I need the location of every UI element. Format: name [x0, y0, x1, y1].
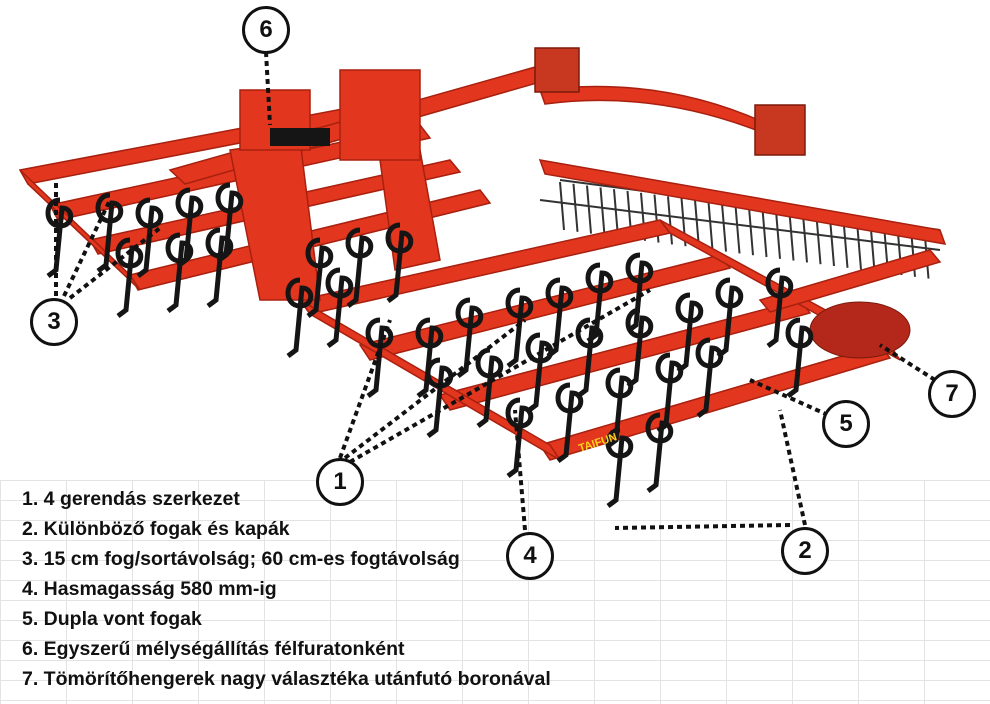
legend-item-4: 4. Hasmagasság 580 mm-ig [22, 578, 277, 600]
legend-item-2: 2. Különböző fogak és kapák [22, 518, 290, 540]
spring-tine [605, 367, 634, 448]
spring-tine [785, 317, 814, 398]
spring-tine [525, 332, 554, 413]
spring-tine [165, 232, 194, 313]
spring-tine [285, 277, 314, 358]
legend-item-3: 3. 15 cm fog/sortávolság; 60 cm-es fogtá… [22, 548, 460, 570]
legend-item-7: 7. Tömörítőhengerek nagy választéka után… [22, 668, 551, 690]
harrow-tooth [559, 181, 565, 231]
spring-tine [305, 237, 334, 318]
spring-tine [45, 197, 74, 278]
spring-tine [95, 192, 124, 273]
spring-tine [645, 412, 674, 493]
packer-roller [809, 301, 911, 359]
spring-tine [175, 187, 204, 268]
harrow-tooth [707, 201, 714, 250]
legend-item-5: 5. Dupla vont fogak [22, 608, 202, 630]
legend-item-6: 6. Egyszerű mélységállítás félfuratonkén… [22, 638, 405, 660]
feature-legend: 1. 4 gerendás szerkezet 2. Különböző fog… [22, 484, 551, 694]
spring-tine [455, 297, 484, 378]
spring-tine [605, 427, 634, 508]
warning-plates [534, 47, 806, 156]
spring-tine [655, 352, 684, 433]
callout-2: 2 [781, 527, 829, 575]
spring-tine [415, 317, 444, 398]
leader-lines [54, 51, 937, 531]
spring-tine [325, 267, 354, 348]
harrow-tooth [788, 212, 795, 261]
harrow-tooth [734, 205, 741, 254]
spring-tine [625, 307, 654, 388]
harrow-tooth [721, 203, 727, 252]
spring-tine [625, 252, 654, 333]
harrow-tooth [572, 183, 579, 232]
harrow-tooth [856, 221, 862, 270]
spring-tine [545, 277, 574, 358]
spreadsheet-gridlines [0, 480, 990, 704]
spring-tine [385, 222, 414, 303]
spring-tine [765, 267, 794, 348]
hydraulic-cylinder [270, 128, 330, 146]
callout-4: 4 [506, 532, 554, 580]
callout-3: 3 [30, 298, 78, 346]
harrow-tooth [599, 187, 606, 236]
spring-tine [505, 397, 534, 478]
harrow-tooth [761, 208, 768, 258]
spring-tine [505, 287, 534, 368]
harrow-teeth [559, 181, 930, 279]
harrow-tooth [829, 217, 835, 267]
harrow-tooth [586, 185, 592, 234]
callout-5: 5 [822, 400, 870, 448]
spring-tine [715, 277, 744, 358]
harrow-tooth [815, 216, 822, 265]
spring-tine [675, 292, 704, 373]
spring-tine [555, 382, 584, 463]
spring-tine [135, 197, 164, 278]
spring-tine [345, 227, 374, 308]
harrow-tooth [842, 219, 849, 268]
harrow-tooth [775, 210, 781, 259]
callout-7: 7 [928, 370, 976, 418]
spring-tine [475, 347, 504, 428]
spring-tine [695, 337, 724, 418]
spring-tine [585, 262, 614, 343]
harrow-tooth [748, 207, 754, 256]
cultivator-frame [18, 59, 947, 461]
legend-item-1: 1. 4 gerendás szerkezet [22, 488, 240, 510]
harrow-tooth [667, 196, 673, 245]
spring-tine [215, 182, 244, 263]
callout-1: 1 [316, 458, 364, 506]
callout-6: 6 [242, 6, 290, 54]
spring-tine [575, 317, 604, 398]
spring-tine [205, 227, 234, 308]
harrow-tooth [802, 214, 808, 263]
